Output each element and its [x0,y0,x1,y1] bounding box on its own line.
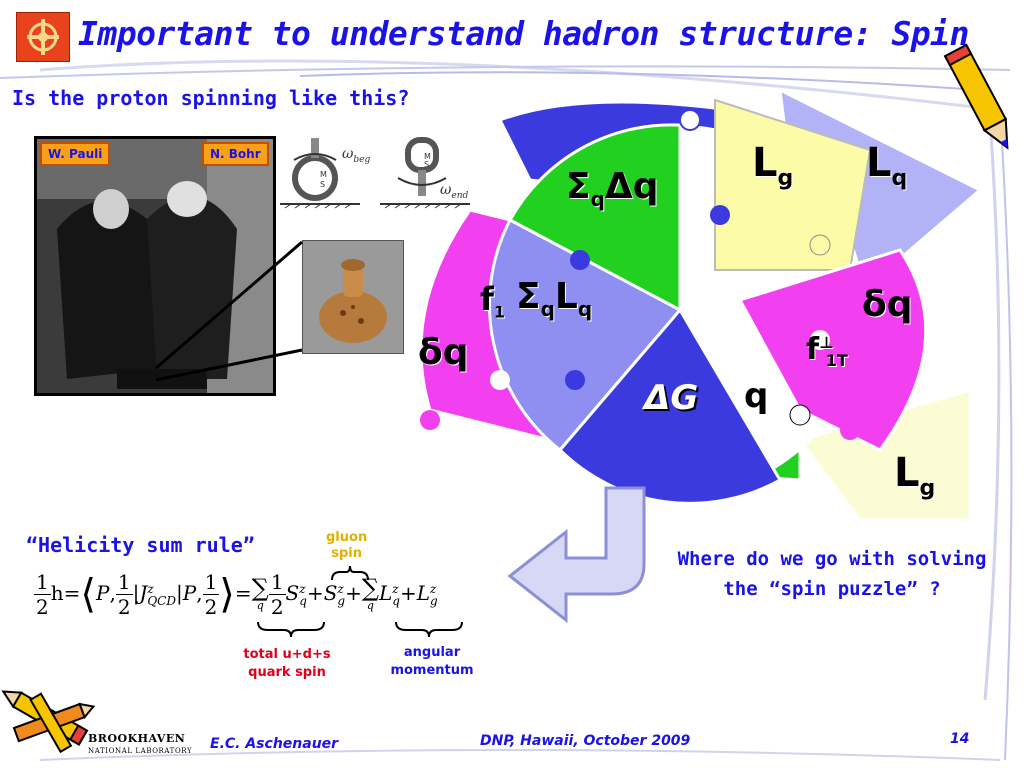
spin-puzzle [419,87,983,522]
puzzle-wedge-sigma-lq [487,217,683,453]
puzzle-label-sigma-dq: ΣqΔq [566,166,659,212]
spinning-top-photo [302,240,404,354]
footer-page-number: 14 [950,731,970,747]
omega-beg-label: ωbeg [342,146,371,165]
puzzle-label-lg: Lg [752,140,794,191]
spinning-top-diagram [280,137,470,209]
puzzle-label-q-partial: q [744,376,769,416]
helicity-formula: 1 2 h=⟨P, 1 2 |J z QCD |P, 1 2 ⟩= ∑ q 1 … [34,570,438,619]
puzzle-label-dg: ΔG [644,378,699,418]
puzzle-label-f1t: f⊥1T [806,332,848,370]
curved-arrow-icon [507,486,646,624]
pointer-lines [155,240,303,382]
puzzle-label-dq-left: δq [418,332,469,373]
puzzle-piece-magenta-right [737,248,928,452]
omega-end-label: ωend [440,182,469,201]
puzzle-piece-lg-bottom [797,387,972,522]
m-label-right: M [424,152,431,161]
puzzle-label-lq: Lq [866,140,908,191]
angular-brace [395,621,463,638]
spin-puzzle-question: Where do we go with solving the “spin pu… [677,548,987,600]
s-label-left: S [320,180,326,189]
puzzle-label-f1: f1 [480,280,506,322]
puzzle-label-dq-right: δq [862,284,913,325]
footer-author: E.C. Aschenauer [210,736,339,752]
logo [16,12,70,62]
slide-subtitle: Is the proton spinning like this? [12,86,410,110]
puzzle-wedge-dg [557,307,783,505]
s-label-right: S [424,160,430,169]
helicity-sum-rule-label: “Helicity sum rule” [26,533,255,557]
quark-spin-brace [257,621,325,638]
bohr-tag: N. Bohr [202,142,269,166]
m-label-left: M [320,170,327,179]
pauli-bohr-photo [34,136,276,396]
footer-conference: DNP, Hawaii, October 2009 [480,733,691,749]
puzzle-label-lg-bottom: Lg [894,450,936,501]
puzzle-wedge-sigma-dq [507,123,682,313]
pauli-tag: W. Pauli [40,142,111,166]
gluon-brace [331,566,369,581]
pencil-icon [943,43,1009,150]
pencils-icon [1,690,96,754]
brookhaven-logo: BROOKHAVEN NATIONAL LABORATORY [88,732,193,756]
slide-title: Important to understand hadron structure… [78,14,969,53]
puzzle-label-sigma-lq: ΣqLq [516,276,593,322]
